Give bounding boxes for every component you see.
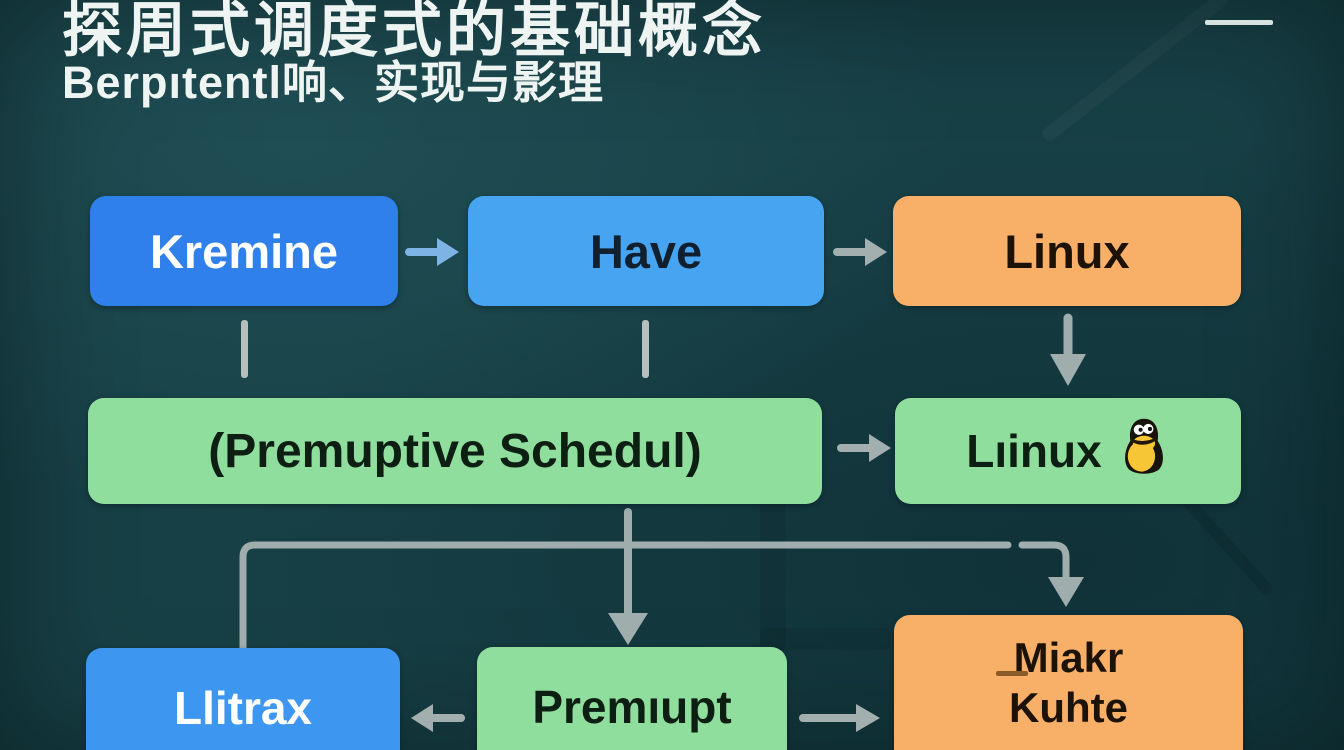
node-miakr-kuhte: Miakr Kuhte	[894, 615, 1243, 750]
connector-have-down	[642, 320, 649, 378]
page-title: 探周式调度式的基础概念	[62, 0, 766, 64]
node-label: Have	[589, 224, 703, 278]
tux-penguin-icon	[1118, 417, 1170, 486]
node-llitrax: Llitrax	[86, 648, 400, 750]
top-right-dash	[1205, 20, 1273, 25]
node-premupt: Premıupt	[477, 647, 787, 750]
node-label: (Premuptive Schedul)	[208, 424, 702, 478]
branch-connector	[239, 508, 1084, 659]
node-label-line1: Miakr	[1013, 634, 1124, 681]
node-label: Kremine	[149, 224, 339, 278]
node-liinux: Lıinux	[895, 398, 1241, 504]
node-linux: Linux	[893, 196, 1241, 306]
arrow-right-icon	[799, 704, 880, 732]
arrow-down-icon	[1050, 313, 1086, 386]
connector-kremine-down	[241, 320, 248, 378]
arrow-left-icon	[411, 704, 465, 732]
glitch-underline	[996, 671, 1028, 676]
node-have: Have	[468, 196, 824, 306]
arrow-right-icon	[833, 238, 887, 266]
background-texture	[1040, 0, 1230, 143]
node-label-line2: Kuhte	[1009, 683, 1128, 731]
page-subtitle: Berpıtentl响、实现与影理	[62, 57, 605, 108]
node-kremine: Kremine	[90, 196, 398, 306]
arrow-right-icon	[837, 434, 891, 462]
node-label: Lıinux	[966, 425, 1102, 477]
node-label: Linux	[1004, 224, 1130, 278]
node-label: Premıupt	[532, 681, 732, 733]
node-label: Llitrax	[173, 682, 313, 734]
node-premuptive-schedul: (Premuptive Schedul)	[88, 398, 822, 504]
arrow-right-icon	[405, 238, 459, 266]
